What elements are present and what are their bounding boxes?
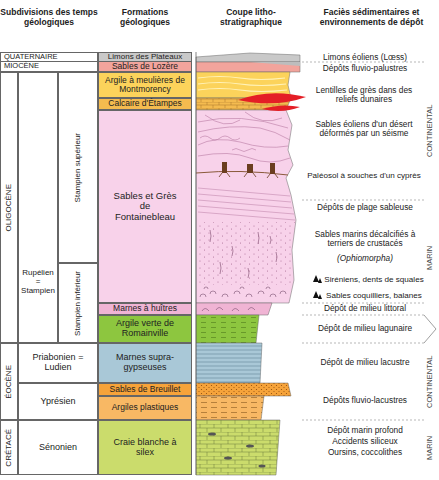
node-text: Argiles plastiques [112, 403, 179, 412]
facies-label: Dépôt de milieu lacustre [304, 358, 426, 367]
column-header: Formations géologiques [104, 8, 186, 27]
node-text: Stampien supérieur [74, 133, 83, 202]
node-text: Rupélien = Stampien [19, 269, 57, 295]
formation-box: Marnes à huîtres [98, 303, 192, 315]
facies-label: Accidents siliceux [304, 437, 426, 446]
node-text: Calcaire d'Étampes [108, 99, 181, 108]
formation-box: Craie blanche à silex [98, 420, 192, 475]
node-text: Sables et Grès de Fontainebleau [110, 191, 180, 222]
substage-cell: Stampien inférieur [58, 263, 98, 343]
period-cell: OLIGOCÈNE [0, 72, 18, 343]
node-text: QUATERNAIRE [4, 53, 58, 61]
environment-label: CONTINENTAL [426, 64, 439, 198]
facies-label: (Ophiomorpha) [304, 254, 426, 263]
column-header: Subdivisions des temps géologiques [0, 8, 98, 27]
environment-label: MARIN [426, 421, 439, 475]
node-text: OLIGOCÈNE [5, 184, 14, 232]
environment-label: MARIN [426, 202, 439, 314]
node-text: Marnes supra-gypseuses [110, 353, 180, 373]
stage-cell: Sénonien [18, 420, 98, 475]
node-text: CRÉTACÉ [5, 429, 14, 467]
node-text: Argile verte de Romainville [105, 319, 185, 339]
node-text: Stampien inférieur [74, 271, 83, 336]
column-layers [196, 52, 306, 475]
facies-label: Sables marins décalcifiés à terriers de … [306, 230, 424, 249]
stage-cell: Priabonien = Ludien [18, 343, 98, 383]
formation-box: Calcaire d'Étampes [98, 98, 192, 110]
facies-label: Paléosol à souches d'un cyprès [300, 171, 428, 180]
formation-box: Argile à meulières de Montmorency [98, 72, 192, 98]
facies-separators [302, 62, 425, 420]
period-cell: CRÉTACÉ [0, 420, 18, 475]
node-text: Sénonien [39, 443, 77, 453]
formation-box: Sables de Lozère [98, 61, 192, 72]
lagoon-bracket [424, 315, 436, 343]
facies-label: Limons éoliens (Lœss) [304, 53, 426, 62]
formation-box: Sables de Breuillet [98, 383, 192, 396]
node-text: ÉOCÈNE [5, 365, 14, 399]
facies-label: Dépôt de milieu littoral [304, 304, 426, 313]
node-text: MIOCÈNE [4, 62, 39, 70]
facies-label: Dépôt de milieu lagunaire [304, 324, 426, 333]
facies-label: Dépôts fluvio-lacustres [304, 396, 426, 405]
substage-cell: Stampien supérieur [58, 72, 98, 263]
environment-label: CONTINENTAL [426, 345, 439, 419]
formation-box: Marnes supra-gypseuses [98, 343, 192, 383]
node-text: Craie blanche à silex [110, 438, 180, 458]
facies-label: Dépôts de plage sableuse [304, 203, 426, 212]
facies-label: Dépôt marin profond [304, 426, 426, 435]
facies-label: Sables éoliens d'un désert déformés par … [306, 120, 422, 139]
facies-label: Oursins, coccolithes [304, 448, 426, 457]
node-text: Priabonien = Ludien [29, 353, 87, 373]
formation-box: Sables et Grès de Fontainebleau [98, 110, 192, 303]
node-text: Marnes à huîtres [113, 304, 177, 313]
formation-box: Argile verte de Romainville [98, 315, 192, 343]
facies-label: Dépôts fluvio-palustres [304, 64, 426, 73]
facies-label: Sables coquilliers, balanes [322, 291, 426, 300]
node-text: Argile à meulières de Montmorency [99, 76, 191, 95]
period-cell: MIOCÈNE [0, 61, 98, 72]
facies-label: Siréniens, dents de squales [322, 275, 426, 284]
node-text: Yprésien [41, 397, 76, 407]
column-header: Coupe litho-stratigraphique [208, 8, 294, 27]
formation-box: Argiles plastiques [98, 396, 192, 420]
stage-cell: Yprésien [18, 383, 98, 420]
node-text: Sables de Lozère [112, 62, 178, 71]
stage-cell: Rupélien = Stampien [18, 72, 58, 343]
period-cell: ÉOCÈNE [0, 343, 18, 420]
shark-tooth-symbol [313, 275, 322, 299]
facies-label: Lentilles de grès dans des reliefs dunai… [310, 86, 418, 105]
node-text: Sables de Breuillet [110, 385, 181, 394]
column-header: Faciès sédimentaires et environnements d… [304, 8, 439, 27]
